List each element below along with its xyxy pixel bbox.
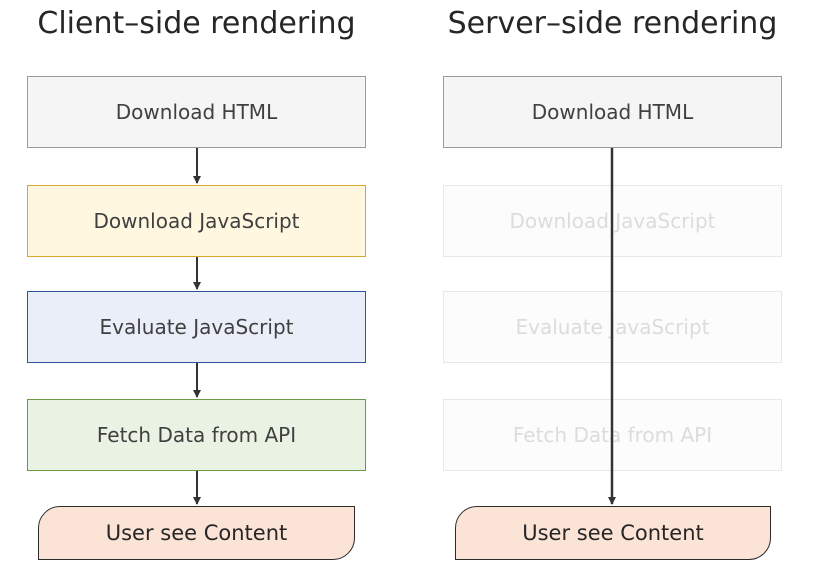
server-fetch-data-box-faded: Fetch Data from API — [443, 399, 782, 471]
server-download-html-box: Download HTML — [443, 76, 782, 148]
server-side-title: Server–side rendering — [447, 6, 778, 41]
server-user-see-content-box: User see Content — [455, 506, 771, 560]
server-download-javascript-box-faded: Download JavaScript — [443, 185, 782, 257]
client-download-html-box: Download HTML — [27, 76, 366, 148]
client-evaluate-javascript-box: Evaluate JavaScript — [27, 291, 366, 363]
server-evaluate-javascript-box-faded: Evaluate JavaScript — [443, 291, 782, 363]
client-user-see-content-box: User see Content — [38, 506, 355, 560]
client-fetch-data-box: Fetch Data from API — [27, 399, 366, 471]
client-download-javascript-box: Download JavaScript — [27, 185, 366, 257]
client-side-title: Client–side rendering — [37, 6, 356, 41]
